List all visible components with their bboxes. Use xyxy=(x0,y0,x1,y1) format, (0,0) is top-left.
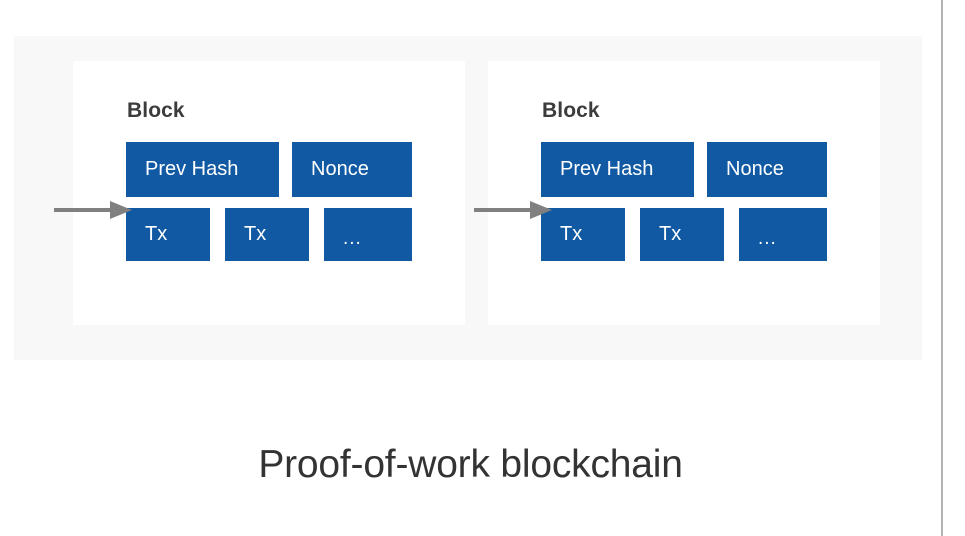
figure-caption: Proof-of-work blockchain xyxy=(258,443,683,486)
field-tx-2: Tx xyxy=(225,208,309,261)
arrow-right-icon xyxy=(474,193,552,227)
field-nonce: Nonce xyxy=(292,142,412,197)
block-label: Block xyxy=(542,99,600,122)
field-tx-2: Tx xyxy=(640,208,724,261)
block-card-1: Block Prev Hash Nonce Tx Tx ... xyxy=(73,61,465,325)
field-tx-1: Tx xyxy=(541,208,625,261)
field-tx-more: ... xyxy=(324,208,412,261)
block-card-2: Block Prev Hash Nonce Tx Tx ... xyxy=(488,61,880,325)
field-prev-hash: Prev Hash xyxy=(541,142,694,197)
field-prev-hash: Prev Hash xyxy=(126,142,279,197)
field-nonce: Nonce xyxy=(707,142,827,197)
blockchain-diagram-panel: Block Prev Hash Nonce Tx Tx ... Block Pr… xyxy=(14,36,922,360)
field-tx-1: Tx xyxy=(126,208,210,261)
right-edge-divider xyxy=(941,0,943,536)
arrow-right-icon xyxy=(54,193,132,227)
block-label: Block xyxy=(127,99,185,122)
field-tx-more: ... xyxy=(739,208,827,261)
